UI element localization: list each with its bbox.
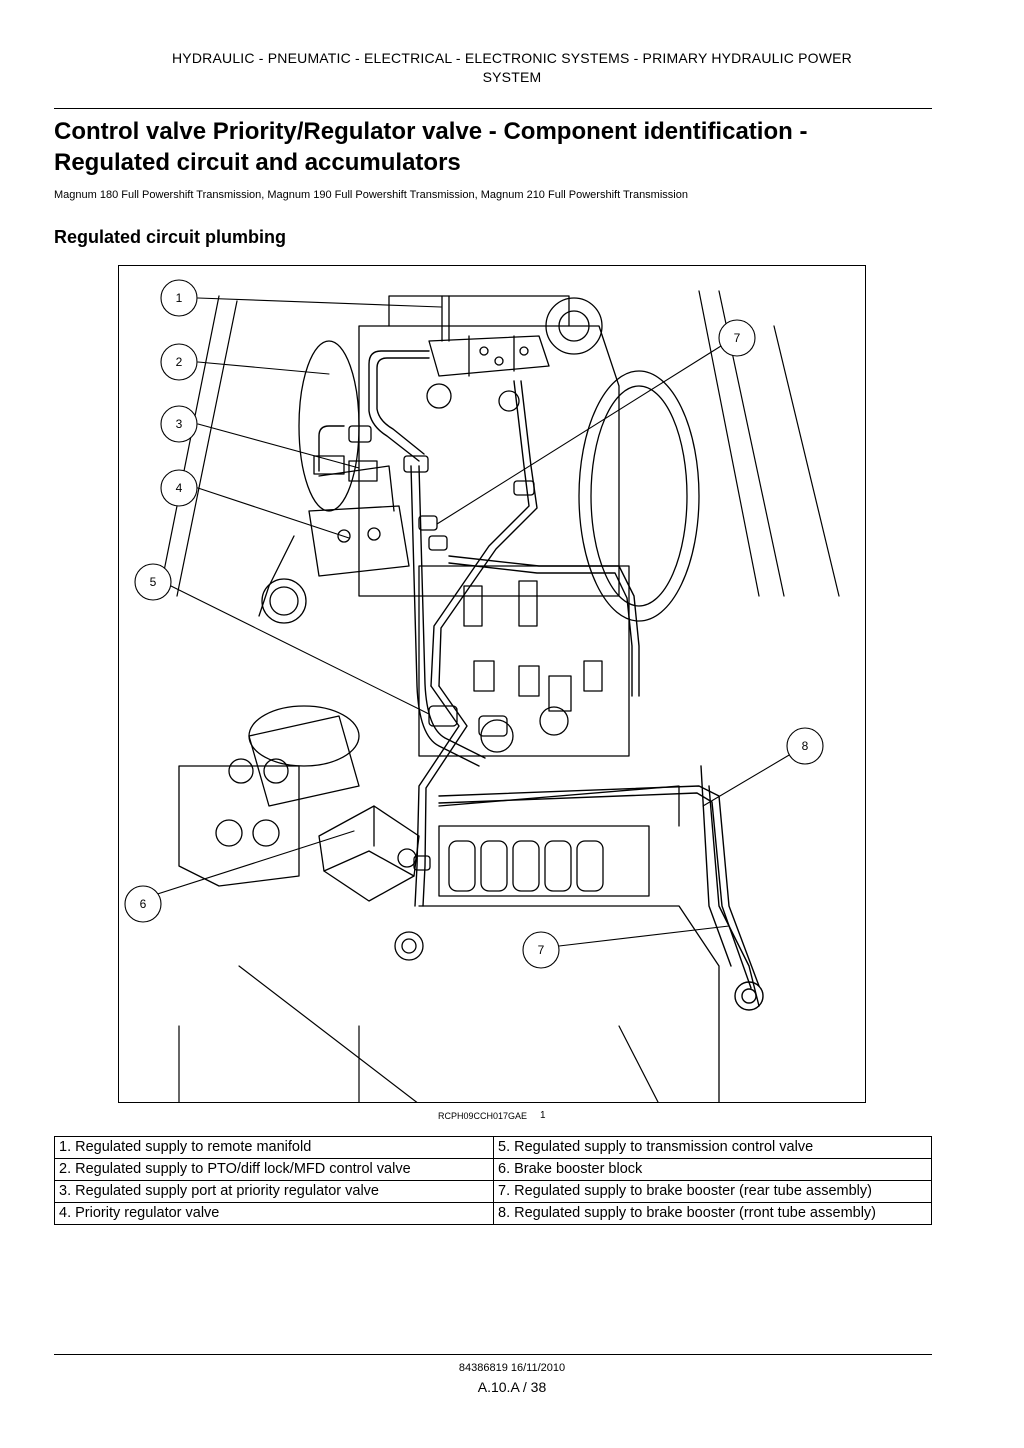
- accumulator-canister: [248, 535, 360, 807]
- page-title-line2: Regulated circuit and accumulators: [54, 149, 461, 176]
- mounting-block: [178, 758, 300, 887]
- applicability-note: Magnum 180 Full Powershift Transmission,…: [54, 189, 688, 201]
- tube-fittings: [348, 425, 535, 961]
- callout-8-label: 8: [802, 739, 809, 753]
- callout-4: [160, 469, 198, 507]
- callout-4-label: 4: [176, 481, 183, 495]
- callout-7-rear-label: 7: [734, 331, 741, 345]
- section-heading: Regulated circuit plumbing: [54, 227, 287, 247]
- callout-1: [160, 279, 198, 317]
- table-row: 4. Priority regulator valve 8. Regulated…: [54, 1202, 932, 1225]
- callout-8: [786, 727, 824, 765]
- leader-lines: [144, 297, 802, 947]
- transmission-control-valve: [418, 565, 720, 1102]
- priority-regulator-valve: [308, 455, 410, 577]
- callout-7-front: [522, 931, 560, 969]
- hydraulic-plumbing-drawing: 1 2 3 4 5 6 7 8 7: [124, 279, 840, 1102]
- brake-booster-block: [318, 805, 420, 902]
- document-id: 84386819 16/11/2010: [458, 1362, 566, 1374]
- legend-cell: 2. Regulated supply to PTO/diff lock/MFD…: [54, 1158, 494, 1181]
- legend-cell: 4. Priority regulator valve: [54, 1202, 494, 1225]
- running-header: HYDRAULIC - PNEUMATIC - ELECTRICAL - ELE…: [70, 49, 954, 87]
- callout-3: [160, 405, 198, 443]
- callout-7-front-label: 7: [538, 943, 545, 957]
- callout-2-label: 2: [176, 355, 183, 369]
- figure-reference: RCPH09CCH017GAE: [438, 1111, 528, 1121]
- legend-cell: 3. Regulated supply port at priority reg…: [54, 1180, 494, 1203]
- running-header-line2: SYSTEM: [482, 69, 542, 85]
- page-number: A.10.A / 38: [477, 1379, 547, 1395]
- remote-manifold-block: [428, 295, 550, 377]
- footer-rule: [54, 1354, 932, 1355]
- legend-cell: 6. Brake booster block: [493, 1158, 932, 1181]
- transmission-housing: [298, 295, 700, 622]
- callout-bubbles: [124, 279, 824, 969]
- callout-6-label: 6: [140, 897, 147, 911]
- technical-illustration: 1 2 3 4 5 6 7 8 7: [118, 265, 866, 1103]
- regulated-supply-tubes: [318, 350, 764, 1011]
- running-header-line1: HYDRAULIC - PNEUMATIC - ELECTRICAL - ELE…: [172, 50, 852, 66]
- callout-6: [124, 885, 162, 923]
- legend-cell: 7. Regulated supply to brake booster (re…: [493, 1180, 932, 1203]
- table-row: 3. Regulated supply port at priority reg…: [54, 1180, 932, 1203]
- table-row: 1. Regulated supply to remote manifold 5…: [54, 1136, 932, 1159]
- legend-table: 1. Regulated supply to remote manifold 5…: [54, 1136, 932, 1225]
- page-title: Control valve Priority/Regulator valve -…: [54, 116, 954, 178]
- callout-2: [160, 343, 198, 381]
- legend-cell: 1. Regulated supply to remote manifold: [54, 1136, 494, 1159]
- callout-5-label: 5: [150, 575, 157, 589]
- page-title-line1: Control valve Priority/Regulator valve -…: [54, 118, 808, 145]
- table-row: 2. Regulated supply to PTO/diff lock/MFD…: [54, 1158, 932, 1181]
- callout-5: [134, 563, 172, 601]
- legend-cell: 5. Regulated supply to transmission cont…: [493, 1136, 932, 1159]
- figure-number: 1: [540, 1110, 546, 1121]
- legend-cell: 8. Regulated supply to brake booster (rr…: [493, 1202, 932, 1225]
- chassis-frame: [158, 290, 840, 1102]
- header-rule: [54, 108, 932, 109]
- callout-3-label: 3: [176, 417, 183, 431]
- callout-1-label: 1: [176, 291, 183, 305]
- callout-7-rear: [718, 319, 756, 357]
